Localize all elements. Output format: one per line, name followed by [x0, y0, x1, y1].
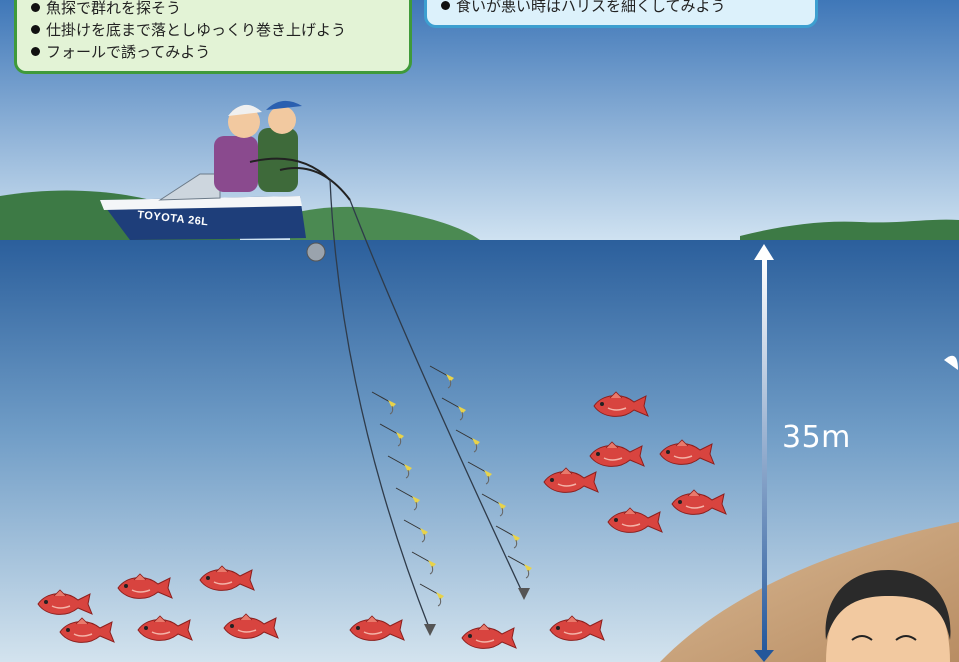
depth-arrow-icon: [754, 244, 774, 662]
tip-text: 食いが悪い時はハリスを細くしてみよう: [456, 0, 726, 15]
tip-item: 仕掛けを底まで落としゆっくり巻き上げよう: [31, 19, 397, 41]
tips-bubble-right: 食いが悪い時はハリスを細くしてみよう: [424, 0, 818, 28]
bullet-icon: [441, 1, 450, 10]
bullet-icon: [31, 3, 40, 12]
tip-item: 魚探で群れを探そう: [31, 0, 397, 19]
anglers-illustration: [214, 100, 351, 201]
presenter-face-icon: [825, 355, 958, 662]
tip-text: 魚探で群れを探そう: [46, 0, 182, 17]
tip-item: フォールで誘ってみよう: [31, 41, 397, 63]
tips-bubble-left: 魚探で群れを探そう 仕掛けを底まで落としゆっくり巻き上げよう フォールで誘ってみ…: [14, 0, 412, 74]
tip-text: 仕掛けを底まで落としゆっくり巻き上げよう: [46, 21, 347, 39]
tip-text: フォールで誘ってみよう: [46, 43, 211, 61]
tip-item: 食いが悪い時はハリスを細くしてみよう: [441, 0, 803, 17]
depth-label: 35m: [782, 420, 851, 455]
lure-rig-icon: [329, 179, 533, 636]
bullet-icon: [31, 47, 40, 56]
bullet-icon: [31, 25, 40, 34]
